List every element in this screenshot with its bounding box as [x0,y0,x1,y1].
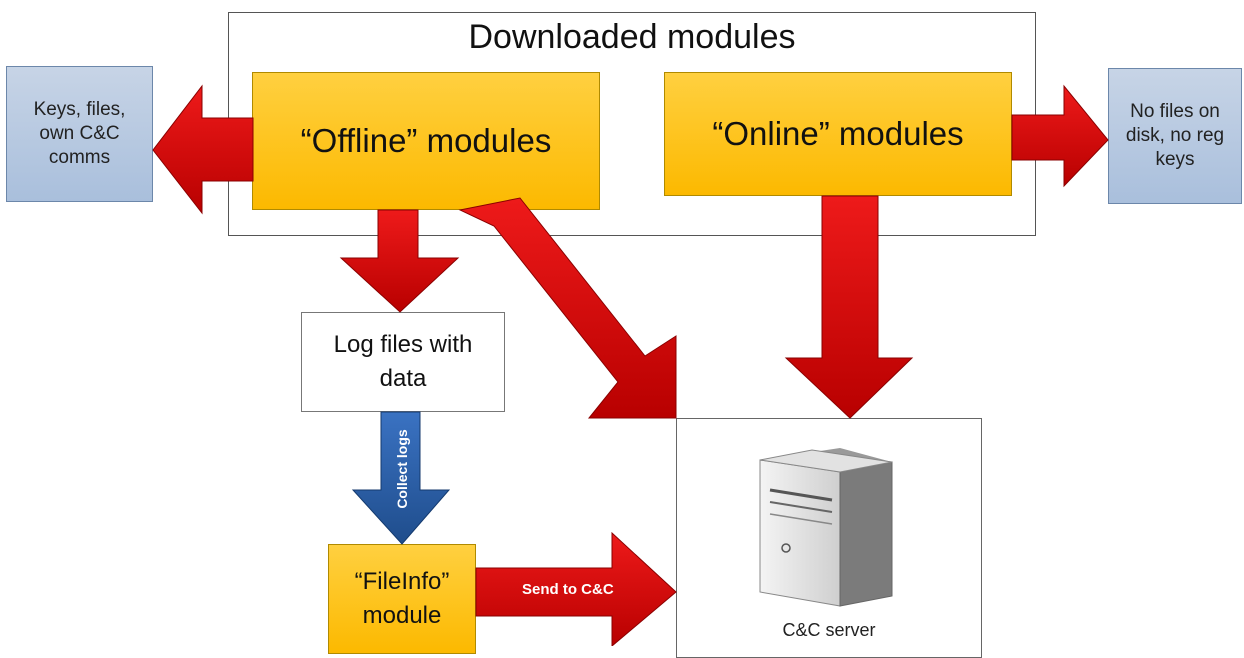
cc-server-label: C&C server [782,620,876,640]
left-outcome-line3: comms [48,147,111,168]
arrow-online-to-server [784,195,914,419]
log-files-line2: data [379,365,427,392]
arrow-send-to-cc [475,531,677,646]
fileinfo-line1: “FileInfo” [354,568,450,595]
arrow-offline-to-server [458,197,677,419]
arrow-collect-logs [351,411,451,545]
fileinfo-module-box: “FileInfo” module [328,544,476,654]
server-tower-icon [759,448,893,607]
left-outcome-line1: Keys, files, [33,99,126,120]
arrow-offline-to-logs [339,209,460,313]
right-outcome-line1: No files on [1130,101,1220,122]
collect-logs-label: Collect logs [394,429,410,509]
log-files-box: Log files with data [301,312,505,412]
right-outcome-box: No files on disk, no reg keys [1108,68,1242,204]
container-title: Downloaded modules [468,18,796,56]
offline-modules-box: “Offline” modules [252,72,600,210]
log-files-line1: Log files with [333,331,473,358]
fileinfo-line2: module [362,602,442,629]
online-modules-box: “Online” modules [664,72,1012,196]
collect-logs-label-wrap: Collect logs [388,420,416,518]
right-outcome-line3: keys [1155,149,1195,170]
online-modules-label: “Online” modules [712,115,964,152]
arrow-offline-to-left [152,84,254,215]
left-outcome-box: Keys, files, own C&C comms [6,66,153,202]
arrow-online-to-right [1011,84,1109,188]
right-outcome-line2: disk, no reg [1125,125,1225,146]
send-to-cc-label: Send to C&C [522,581,614,598]
left-outcome-line2: own C&C [39,123,120,144]
offline-modules-label: “Offline” modules [300,122,552,159]
